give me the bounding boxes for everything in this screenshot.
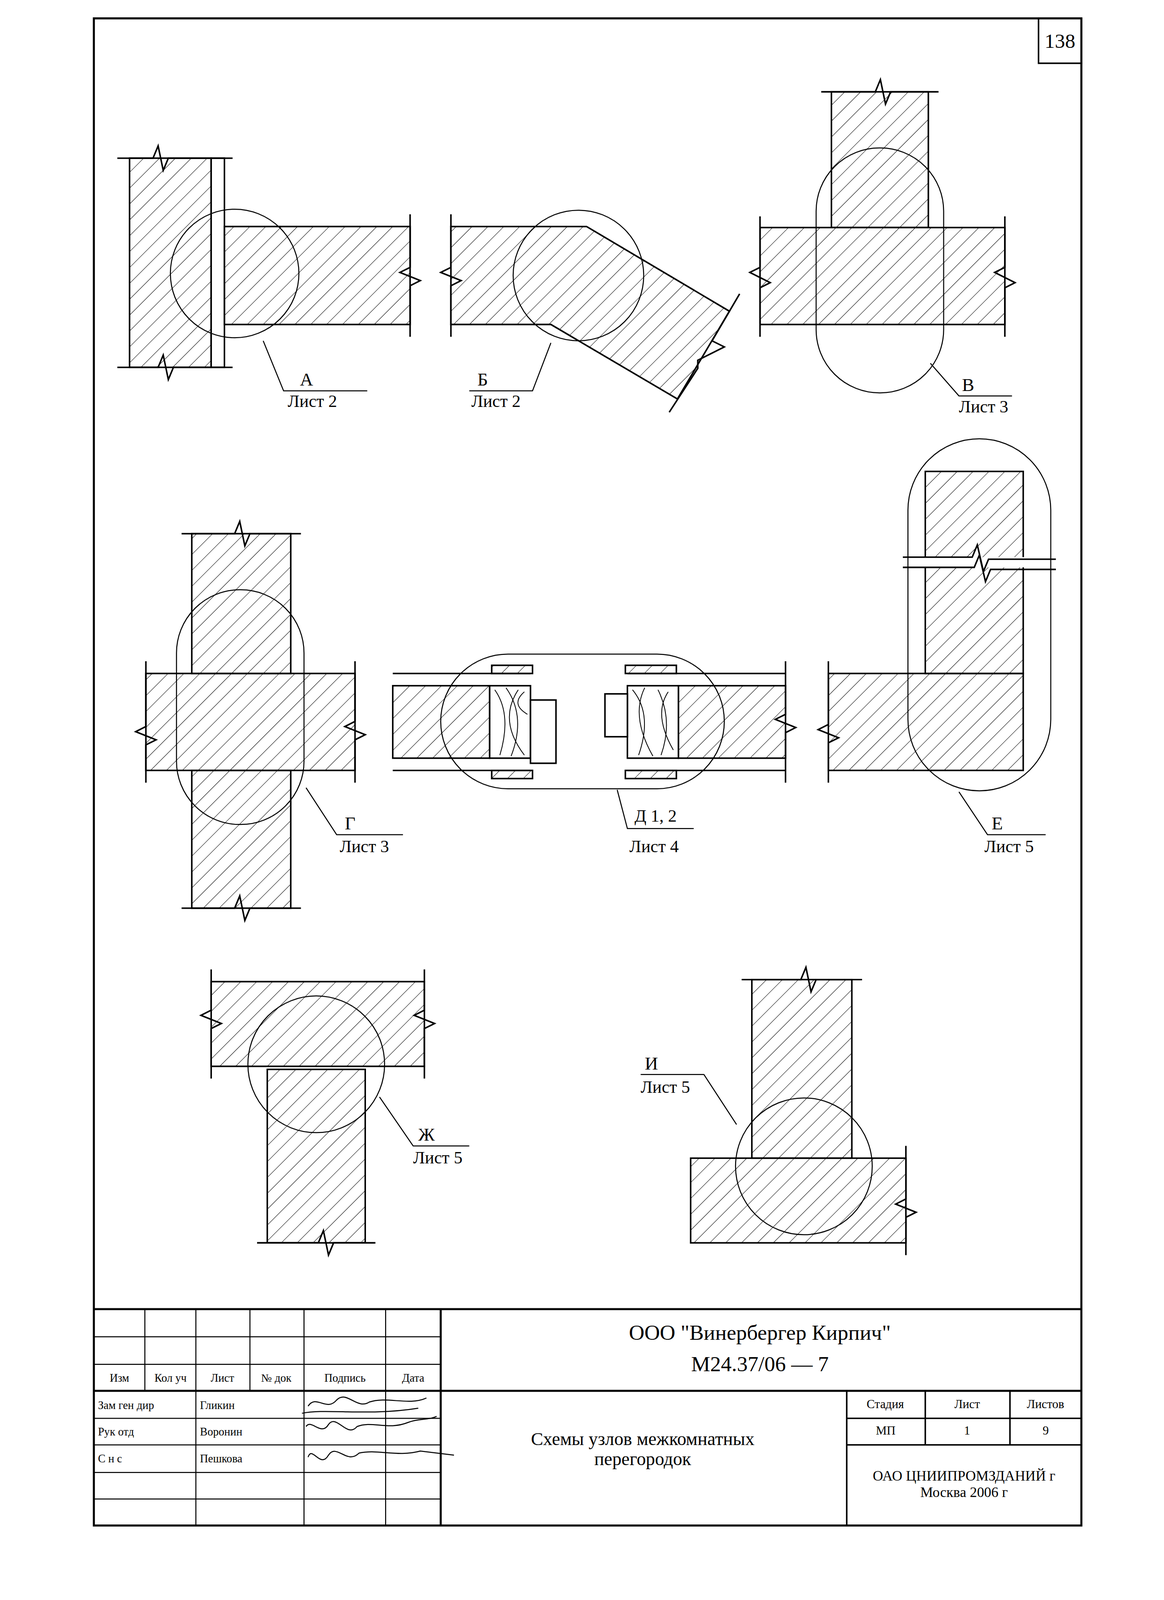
callout-letter: А: [299, 368, 314, 390]
node-zh: [200, 969, 470, 1256]
table-header: Кол уч: [154, 1370, 187, 1384]
name-cell: Воронин: [200, 1425, 243, 1438]
table-header: Стадия: [866, 1398, 905, 1413]
node-b: [440, 210, 740, 413]
node-e: [818, 438, 1057, 835]
table-header: Листов: [1026, 1398, 1065, 1413]
node-i: [640, 967, 917, 1256]
table-cell: 1: [963, 1424, 970, 1439]
table-cell: 9: [1042, 1424, 1049, 1439]
sheet-ref: Лист 2: [471, 391, 521, 413]
sheet-ref: Лист 4: [629, 836, 679, 857]
table-header: № док: [261, 1370, 292, 1384]
callout-letter: Д 1, 2: [634, 806, 677, 827]
sheet-ref: Лист 2: [287, 391, 337, 413]
table-header: Лист: [954, 1398, 980, 1413]
sheet-title: Схемы узлов межкомнатных перегородок: [515, 1428, 771, 1471]
node-d: [392, 654, 796, 829]
node-a: [117, 145, 421, 391]
sheet-ref: Лист 3: [339, 836, 389, 857]
sheet-ref: Лист 5: [984, 836, 1034, 857]
callout-letter: Ж: [418, 1123, 435, 1145]
role-cell: Рук отд: [97, 1425, 134, 1438]
callout-letter: Е: [991, 812, 1004, 834]
table-header: Изм: [109, 1370, 130, 1384]
title-block: [93, 1309, 1082, 1526]
callout-letter: Г: [345, 812, 356, 834]
table-cell: МП: [875, 1424, 896, 1439]
organization-name: ОАО ЦНИИПРОМЗДАНИЙ г Москва 2006 г: [856, 1468, 1072, 1502]
table-header: Подпись: [324, 1370, 366, 1384]
name-cell: Пешкова: [200, 1451, 243, 1465]
name-cell: Гликин: [200, 1398, 235, 1412]
company-name: ООО "Винербергер Кирпич": [628, 1320, 891, 1345]
table-header: Дата: [401, 1370, 425, 1384]
sheet-ref: Лист 3: [958, 396, 1009, 418]
document-code: М24.37/06 — 7: [691, 1352, 830, 1377]
sheet-frame: [93, 18, 1082, 1526]
node-g: [135, 521, 403, 921]
callout-letter: И: [644, 1052, 659, 1074]
role-cell: Зам ген дир: [97, 1398, 155, 1412]
callout-letter: В: [962, 374, 975, 396]
table-header: Лист: [210, 1370, 235, 1384]
page-box: [1038, 18, 1082, 64]
sheet-number: 138: [1044, 29, 1076, 53]
signatures: [302, 1397, 455, 1460]
role-cell: С н с: [97, 1451, 123, 1465]
node-v: [749, 79, 1015, 397]
callout-letter: Б: [477, 368, 489, 390]
sheet-ref: Лист 5: [640, 1077, 691, 1098]
sheet-ref: Лист 5: [413, 1148, 463, 1169]
